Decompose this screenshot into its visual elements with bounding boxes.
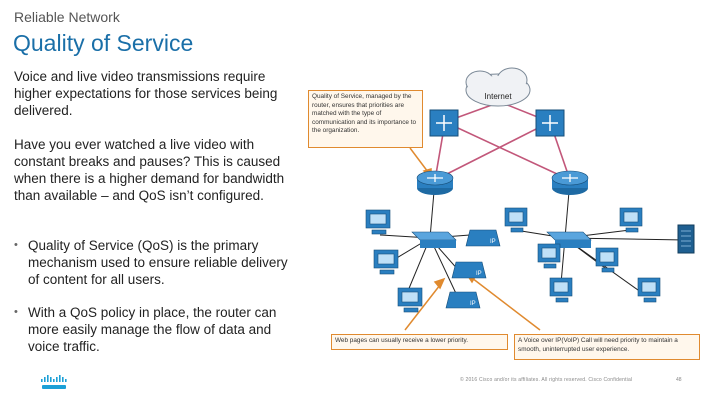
voip-priority-callout: A Voice over IP(VoIP) Call will need pri… xyxy=(514,334,700,360)
ip-phone-icon: IP xyxy=(445,291,481,309)
intro-paragraph: Voice and live video transmissions requi… xyxy=(14,69,278,118)
ip-label: IP xyxy=(490,239,496,245)
internet-cloud-icon: Internet xyxy=(465,67,531,107)
router-icon xyxy=(416,170,454,195)
access-switch-icon xyxy=(411,231,457,248)
cloud-label: Internet xyxy=(484,92,512,101)
footer-copyright: © 2016 Cisco and/or its affiliates. All … xyxy=(460,377,633,383)
computer-icon xyxy=(504,207,528,233)
computer-icon xyxy=(619,207,643,233)
core-switch-icon xyxy=(429,109,459,137)
bullet-item: • With a QoS policy in place, the router… xyxy=(14,304,299,356)
computer-icon xyxy=(637,277,661,303)
ip-label: IP xyxy=(476,271,482,277)
cisco-logo xyxy=(41,375,67,389)
bullet-item: • Quality of Service (QoS) is the primar… xyxy=(14,237,299,289)
web-priority-callout: Web pages can usually receive a lower pr… xyxy=(331,334,508,350)
kicker-text: Reliable Network xyxy=(14,9,120,25)
bullet-text: With a QoS policy in place, the router c… xyxy=(28,305,277,354)
question-paragraph: Have you ever watched a live video with … xyxy=(14,137,285,203)
computer-icon xyxy=(365,209,391,235)
network-diagram: Internet xyxy=(365,67,695,331)
computer-icon xyxy=(537,243,561,269)
ip-phone-icon: IP xyxy=(465,229,501,247)
qos-callout: Quality of Service, managed by the route… xyxy=(308,90,423,148)
computer-icon xyxy=(549,277,573,303)
server-icon xyxy=(677,224,695,254)
computer-icon xyxy=(373,249,399,275)
computer-icon xyxy=(595,247,619,273)
access-switch-icon xyxy=(546,231,592,248)
page-number: 48 xyxy=(676,377,682,383)
ip-phone-icon: IP xyxy=(451,261,487,279)
computer-icon xyxy=(397,287,423,313)
bullet-dot-icon: • xyxy=(14,306,18,318)
page-title: Quality of Service xyxy=(13,30,194,56)
ip-label: IP xyxy=(470,301,476,307)
bullet-dot-icon: • xyxy=(14,239,18,251)
router-icon xyxy=(551,170,589,195)
core-switch-icon xyxy=(535,109,565,137)
bullet-text: Quality of Service (QoS) is the primary … xyxy=(28,238,288,287)
